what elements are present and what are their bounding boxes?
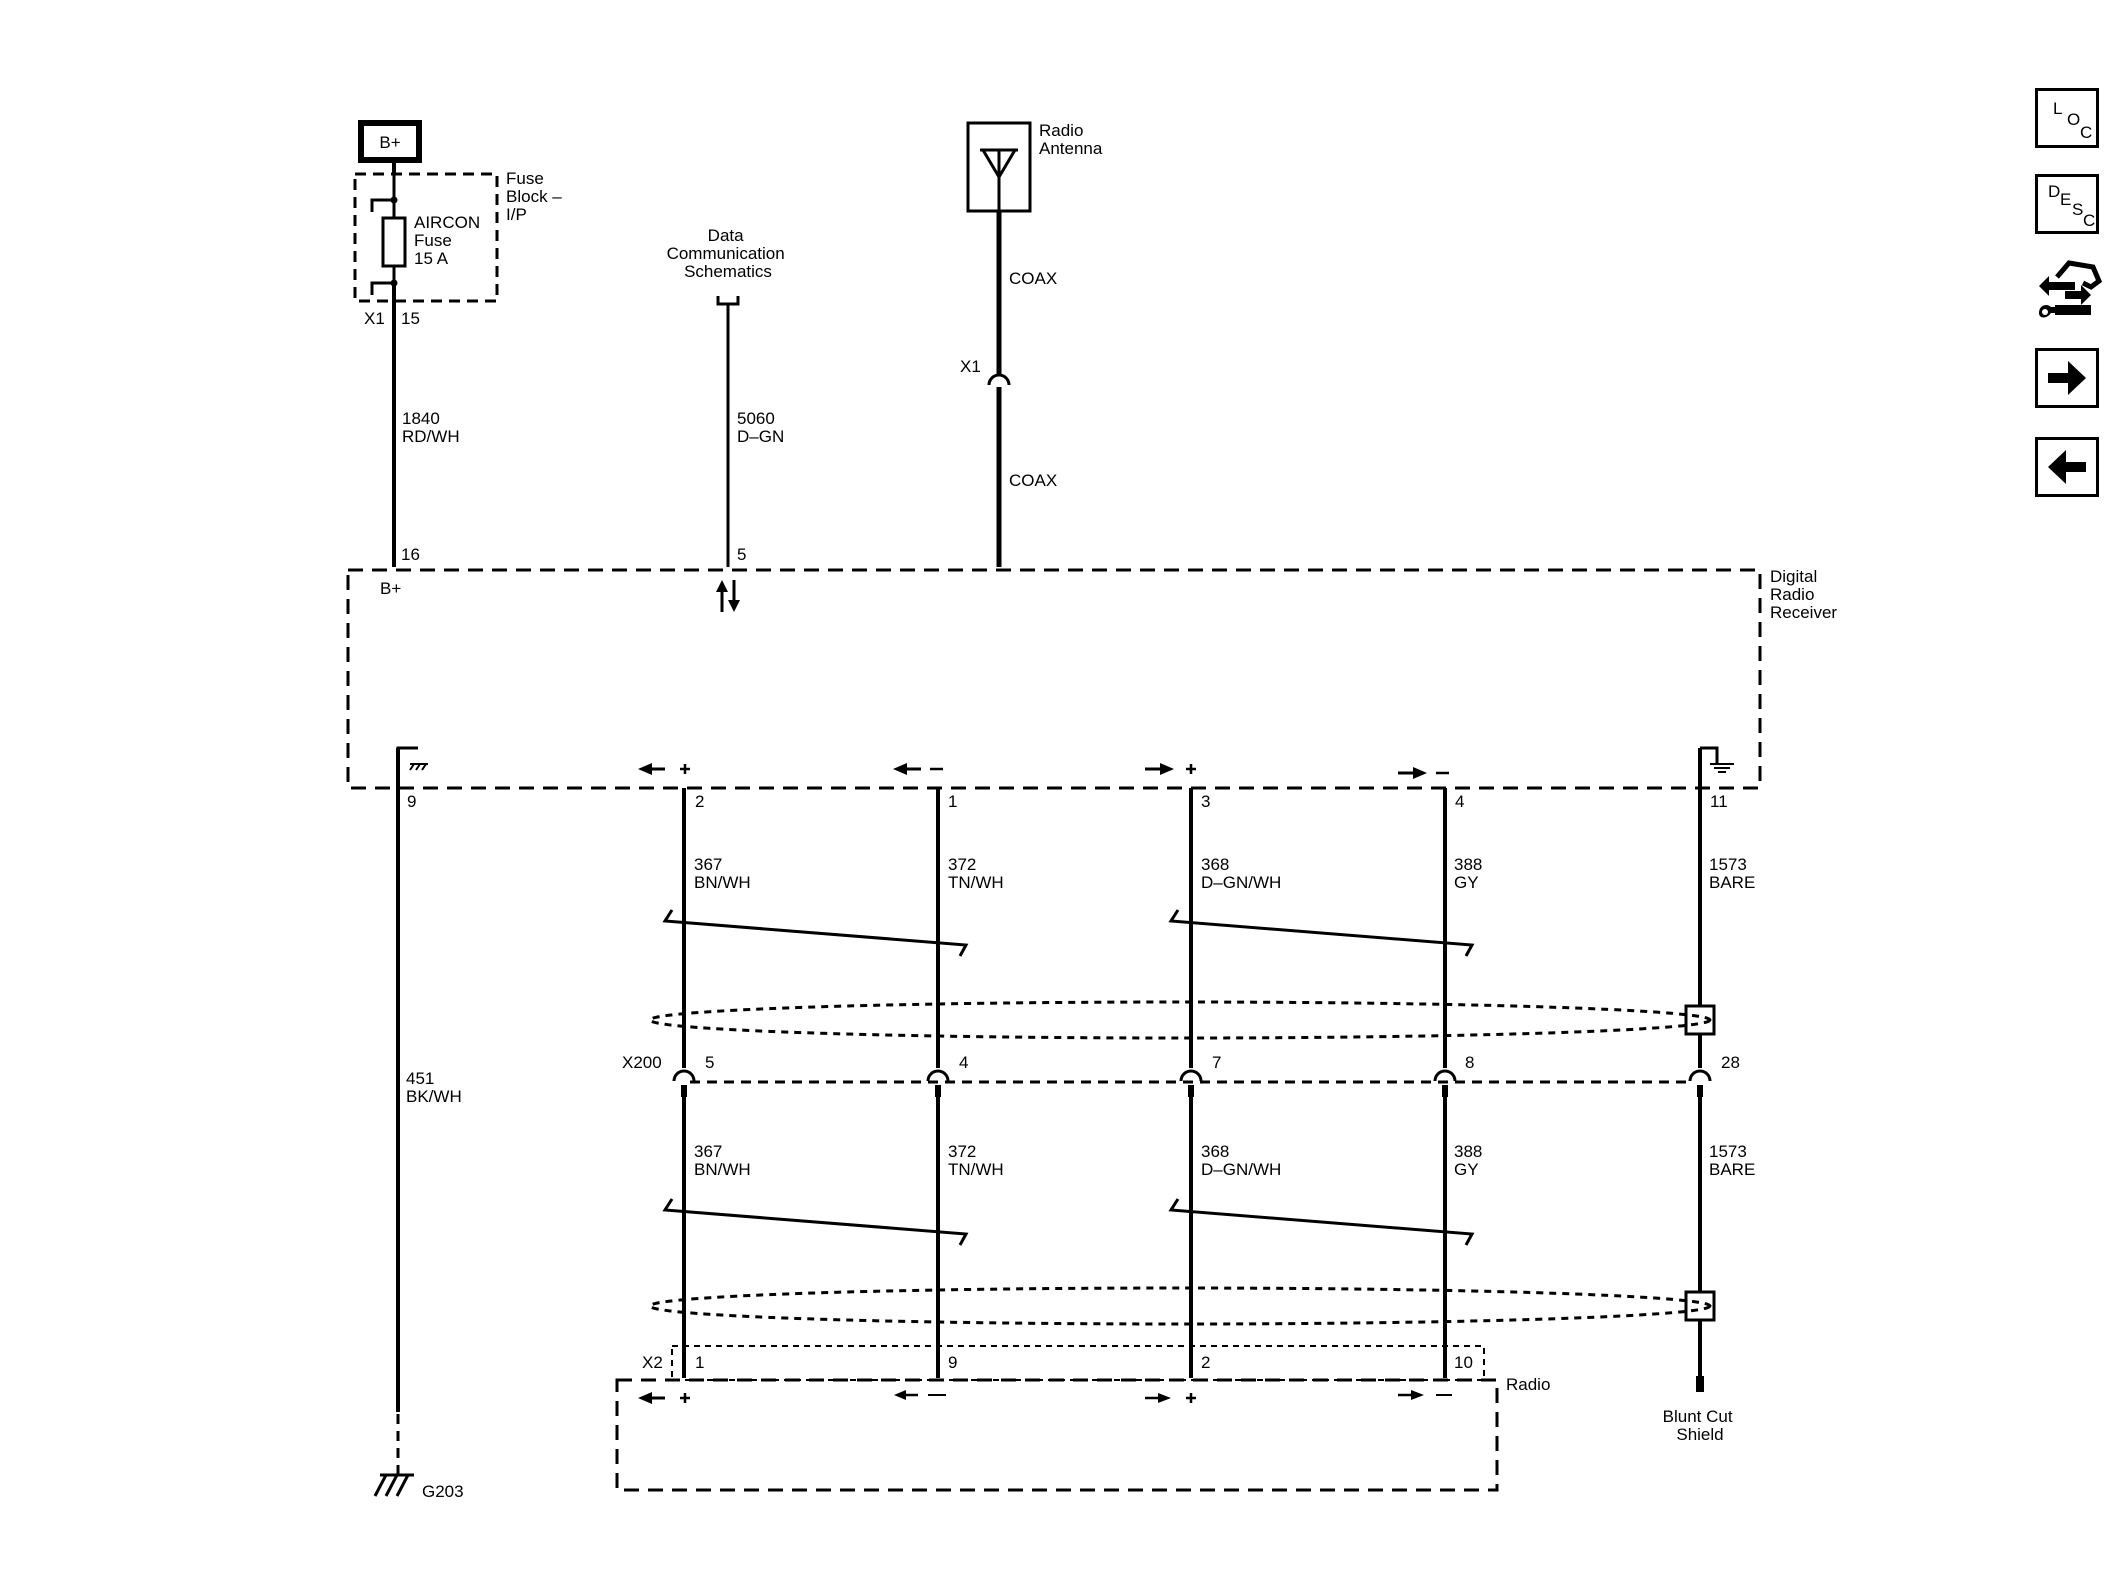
svg-text:2: 2 <box>695 792 704 811</box>
twisted-pair-markers <box>662 909 1475 1246</box>
svg-text:5: 5 <box>705 1053 714 1072</box>
cable-shield-upper <box>648 1000 1712 1040</box>
output-minus-arrow-icon <box>893 763 943 775</box>
description-button[interactable]: D E S C <box>2035 174 2099 234</box>
svg-text:1: 1 <box>695 1353 704 1372</box>
cable-shield-lower <box>648 1286 1712 1326</box>
signal-wire-4: 4 388 GY 388 GY 8 10 <box>1398 767 1487 1378</box>
svg-text:372 TN/WH: 372 TN/WH <box>948 855 1004 892</box>
fuse-symbol <box>381 216 407 268</box>
x200-pin-28: 28 <box>1721 1053 1740 1072</box>
svg-text:4: 4 <box>1455 792 1464 811</box>
fuse-pin-label: 15 <box>401 309 420 328</box>
shield-termination-upper <box>1684 1004 1716 1036</box>
shield-ground-icon <box>1710 763 1734 773</box>
svg-text:8: 8 <box>1465 1053 1474 1072</box>
receiver-pin-5: 5 <box>737 545 746 564</box>
antenna-label: Radio Antenna <box>1039 121 1103 158</box>
location-button[interactable]: L O C <box>2035 88 2099 148</box>
ground-g203-icon <box>373 1473 414 1497</box>
coax-lower-label: COAX <box>1009 471 1057 490</box>
receiver-pin-9: 9 <box>407 792 416 811</box>
radio-x2-label: X2 <box>642 1353 663 1372</box>
wire-1573-label-upper: 1573 BARE <box>1709 855 1755 892</box>
svg-text:10: 10 <box>1454 1353 1473 1372</box>
input-plus-arrow-icon <box>1145 763 1196 775</box>
bplus-source-box <box>358 120 422 163</box>
receiver-pin-11: 11 <box>1710 792 1728 811</box>
input-minus-arrow-icon <box>1398 767 1449 779</box>
arrow-left-icon <box>2048 450 2086 484</box>
signal-wire-3: 3 368 D–GN/WH 368 D–GN/WH 7 2 <box>1145 763 1281 1378</box>
connector-wrench-icon <box>2039 260 2103 318</box>
x1-coax-connector <box>987 373 1011 386</box>
bplus-source-label: B+ <box>379 133 400 152</box>
bidirectional-arrow-icon <box>716 580 740 612</box>
fuse-block-label: Fuse Block – I/P <box>506 169 566 224</box>
svg-text:1: 1 <box>948 792 957 811</box>
svg-text:7: 7 <box>1212 1053 1221 1072</box>
page-ref-bracket <box>716 296 740 306</box>
antenna-circuit: Radio Antenna COAX X1 COAX <box>960 121 1103 567</box>
svg-text:388 GY: 388 GY <box>1454 1142 1487 1179</box>
wire-451-label: 451 BK/WH <box>406 1069 462 1106</box>
coax-upper-label: COAX <box>1009 269 1057 288</box>
receiver-pin-16: 16 <box>401 545 420 564</box>
svg-text:9: 9 <box>948 1353 957 1372</box>
digital-radio-receiver-outline <box>346 568 1762 790</box>
radio-label: Radio <box>1506 1375 1550 1394</box>
ground-circuit: 9 451 BK/WH G203 <box>373 746 464 1501</box>
chassis-ground-icon <box>409 763 428 771</box>
wire-1840-label: 1840 RD/WH <box>402 409 460 446</box>
shield-drain-circuit: 11 1573 BARE 28 1573 BARE Blunt Cut Shie… <box>1663 746 1755 1444</box>
signal-wire-1: 2 367 BN/WH 367 BN/WH 5 1 <box>638 763 751 1378</box>
radio-input-plus-arrow-icon <box>1145 1393 1196 1403</box>
data-comm-circuit: Data Communication Schematics 5060 D–GN … <box>667 226 790 612</box>
next-page-button[interactable] <box>2035 348 2099 408</box>
svg-text:3: 3 <box>1201 792 1210 811</box>
radio-output-plus-arrow-icon <box>638 1392 690 1404</box>
svg-text:2: 2 <box>1201 1353 1210 1372</box>
antenna-icon <box>980 148 1018 211</box>
svg-text:368 D–GN/WH: 368 D–GN/WH <box>1201 855 1281 892</box>
radio-output-minus-arrow-icon <box>894 1390 946 1400</box>
svg-text:368 D–GN/WH: 368 D–GN/WH <box>1201 1142 1281 1179</box>
arrow-right-icon <box>2048 361 2086 395</box>
x200-label: X200 <box>622 1053 662 1072</box>
radio-input-minus-arrow-icon <box>1398 1390 1452 1400</box>
output-plus-arrow-icon <box>638 763 690 775</box>
blunt-cut-shield-label: Blunt Cut Shield <box>1663 1407 1738 1444</box>
antenna-connector-label: X1 <box>960 357 981 376</box>
wire-5060-label: 5060 D–GN <box>737 409 784 446</box>
power-circuit: B+ Fuse Block – I/P AIRCON Fuse 15 A X1 … <box>353 120 566 598</box>
digital-radio-receiver-label: Digital Radio Receiver <box>1770 567 1837 622</box>
signal-wire-2: 1 372 TN/WH 372 TN/WH 4 9 <box>893 763 1004 1378</box>
svg-text:367 BN/WH: 367 BN/WH <box>694 1142 751 1179</box>
svg-text:372 TN/WH: 372 TN/WH <box>948 1142 1004 1179</box>
previous-page-button[interactable] <box>2035 437 2099 497</box>
connector-repair-button[interactable] <box>2035 255 2105 331</box>
radio-outline <box>615 1378 1499 1492</box>
fuse-connector-label: X1 <box>364 309 385 328</box>
wire-1573-label-lower: 1573 BARE <box>1709 1142 1755 1179</box>
svg-text:388 GY: 388 GY <box>1454 855 1487 892</box>
svg-text:367 BN/WH: 367 BN/WH <box>694 855 751 892</box>
data-comm-label: Data Communication Schematics <box>667 226 790 281</box>
svg-text:4: 4 <box>959 1053 968 1072</box>
receiver-bplus-label: B+ <box>380 579 401 598</box>
ground-g203-label: G203 <box>422 1482 464 1501</box>
fuse-block-outline <box>353 172 499 303</box>
fuse-label: AIRCON Fuse 15 A <box>414 213 485 268</box>
radio-x2-connector-outline <box>671 1345 1485 1381</box>
radio-signal-arrows <box>638 1390 1452 1404</box>
